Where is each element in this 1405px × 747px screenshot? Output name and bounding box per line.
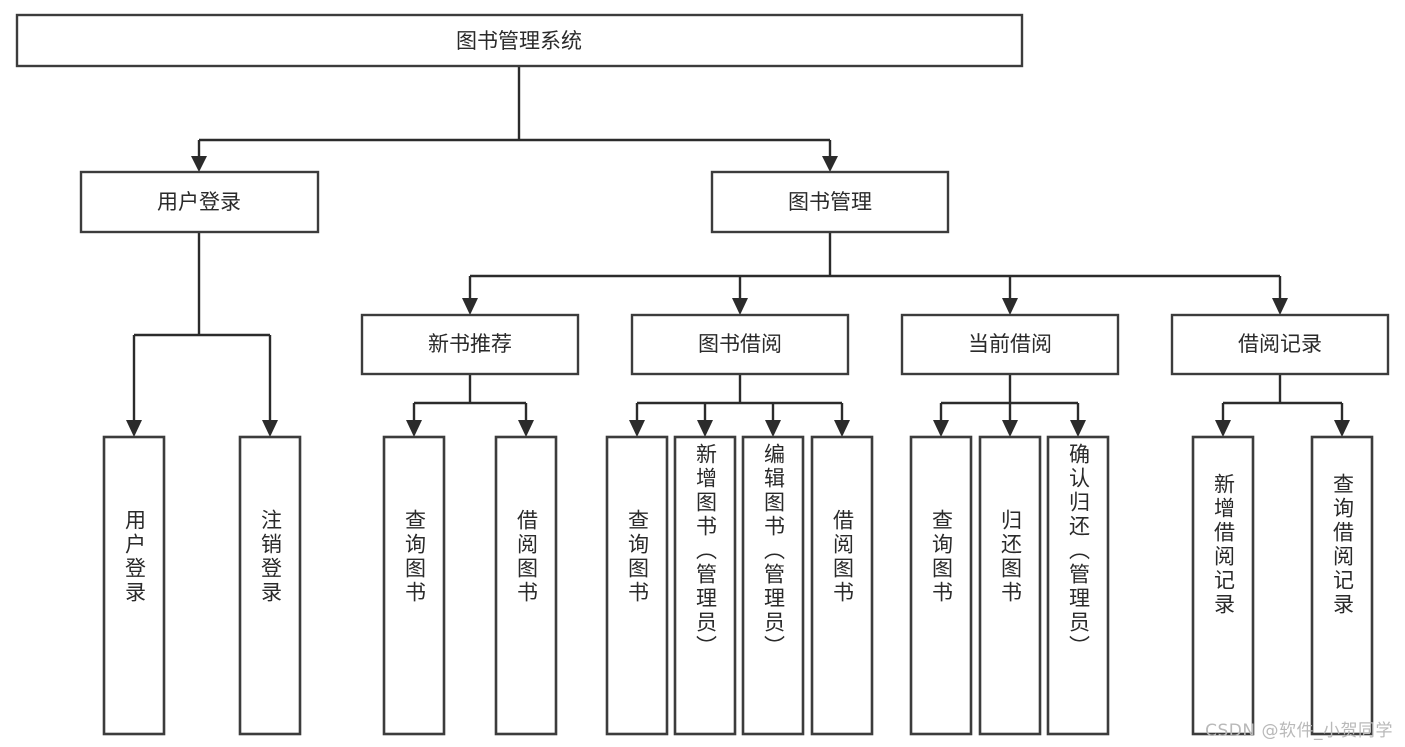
- leaf-box-query-book-2[interactable]: [605, 435, 669, 736]
- leaf-box-query-book-1[interactable]: [382, 435, 446, 736]
- edge-book-management-to-level3: [462, 232, 1288, 315]
- leaf-box-logout-login[interactable]: [238, 435, 302, 736]
- node-root-label: 图书管理系统: [456, 29, 582, 53]
- edge-new-book-recommend-to-leaves: [406, 374, 534, 437]
- node-root[interactable]: 图书管理系统: [15, 13, 1024, 68]
- leaf-box-borrow-book-1[interactable]: [494, 435, 558, 736]
- leaf-box-add-borrow-record[interactable]: [1191, 435, 1255, 736]
- node-book-management-label: 图书管理: [788, 190, 872, 214]
- leaf-box-query-book-3[interactable]: [909, 435, 973, 736]
- leaf-box-add-book[interactable]: [673, 435, 737, 736]
- edge-borrow-record-to-leaves: [1215, 374, 1350, 437]
- node-borrow-record-label: 借阅记录: [1238, 332, 1322, 356]
- node-user-login-label: 用户登录: [157, 190, 241, 214]
- node-book-borrow[interactable]: 图书借阅: [630, 313, 850, 376]
- node-user-login[interactable]: 用户登录: [79, 170, 320, 234]
- leaf-box-confirm-return[interactable]: [1046, 435, 1110, 736]
- edge-root-to-level2: [191, 66, 838, 172]
- edge-user-login-to-leaves: [126, 232, 278, 437]
- leaf-box-edit-book[interactable]: [741, 435, 805, 736]
- node-current-borrow-label: 当前借阅: [968, 332, 1052, 356]
- leaf-box-user-login[interactable]: [102, 435, 166, 736]
- leaf-boxes: [102, 435, 1374, 736]
- node-current-borrow[interactable]: 当前借阅: [900, 313, 1120, 376]
- node-new-book-recommend-label: 新书推荐: [428, 332, 512, 356]
- node-book-management[interactable]: 图书管理: [710, 170, 950, 234]
- node-book-borrow-label: 图书借阅: [698, 332, 782, 356]
- leaf-box-query-borrow-record[interactable]: [1310, 435, 1374, 736]
- node-new-book-recommend[interactable]: 新书推荐: [360, 313, 580, 376]
- edge-book-borrow-to-leaves: [629, 374, 850, 437]
- leaf-box-borrow-book-2[interactable]: [810, 435, 874, 736]
- edge-current-borrow-to-leaves: [933, 374, 1086, 437]
- csdn-watermark: CSDN @软件_小贺同学: [1205, 721, 1393, 741]
- leaf-box-return-book[interactable]: [978, 435, 1042, 736]
- node-borrow-record[interactable]: 借阅记录: [1170, 313, 1390, 376]
